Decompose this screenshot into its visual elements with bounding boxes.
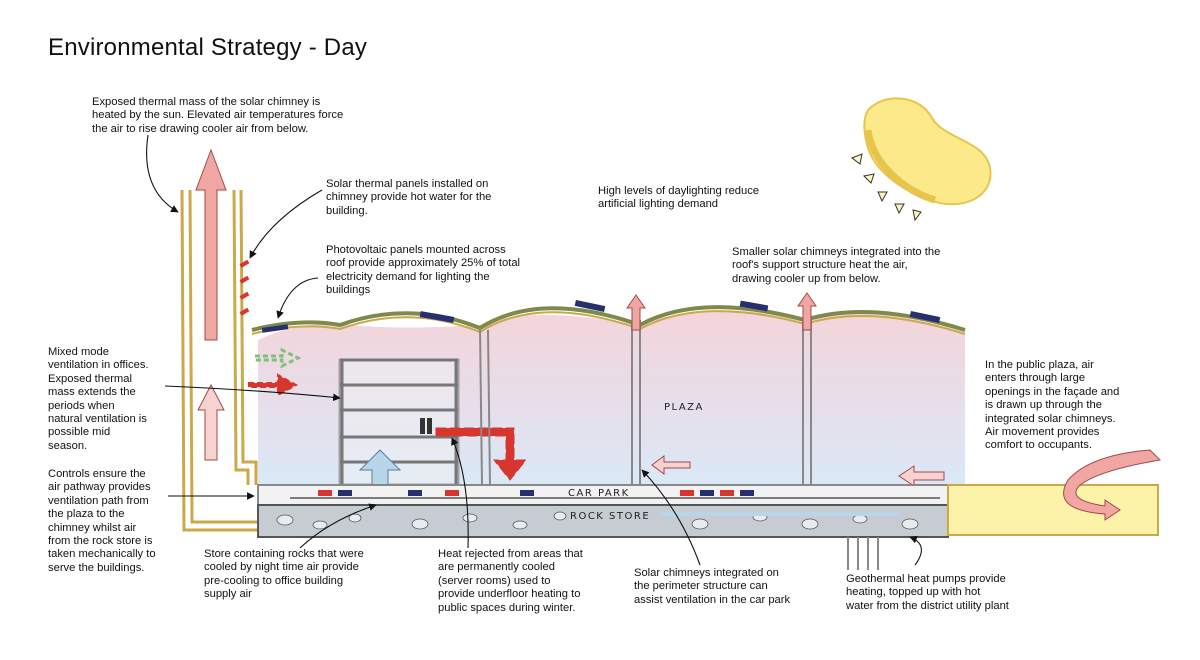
- server-room: [420, 418, 432, 434]
- ground-outside: [947, 484, 1159, 536]
- solar-thermal-panels: [239, 259, 250, 316]
- mixed-mode-arrows: [248, 347, 302, 397]
- photovoltaic-panels: [261, 299, 941, 333]
- note-small-chimneys: Smaller solar chimneys integrated into t…: [732, 246, 941, 285]
- parked-cars: [318, 490, 754, 496]
- sun-icon: [850, 97, 992, 222]
- rock-store-label: ROCK STORE: [570, 511, 650, 522]
- car-park-label: CAR PARK: [568, 488, 630, 499]
- office-building: [338, 358, 460, 487]
- page-title: Environmental Strategy - Day: [48, 34, 368, 61]
- warm-air-arrow: [195, 148, 227, 341]
- plaza-airflow-arrows: [651, 455, 945, 487]
- roof-structure: [251, 305, 966, 332]
- heat-rejected-arrow: [435, 427, 528, 481]
- note-chimney-mass: Exposed thermal mass of the solar chimne…: [92, 96, 344, 135]
- plaza-label: PLAZA: [664, 402, 704, 413]
- intake-arrow: [1063, 449, 1162, 521]
- small-chimney-arrows: [626, 292, 817, 331]
- leader-lines: [146, 134, 922, 566]
- geothermal-pipes: [847, 537, 879, 570]
- plaza-columns: [479, 318, 812, 486]
- solar-chimney: [180, 189, 258, 532]
